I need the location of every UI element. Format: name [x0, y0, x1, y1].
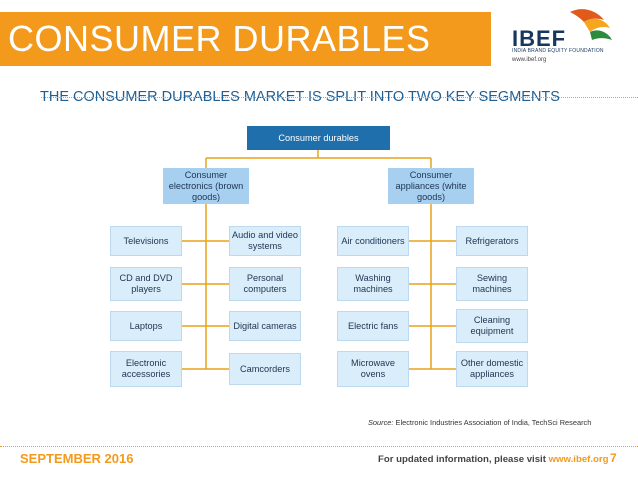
logo-url: www.ibef.org — [512, 57, 547, 63]
page-number: 7 — [610, 451, 617, 465]
node-refrigerators: Refrigerators — [456, 226, 528, 256]
node-laptops: Laptops — [110, 311, 182, 341]
node-personal-computers: Personal computers — [229, 267, 301, 301]
node-consumer-electronics: Consumer electronics (brown goods) — [163, 168, 249, 204]
node-televisions: Televisions — [110, 226, 182, 256]
node-electric-fans: Electric fans — [337, 311, 409, 341]
node-cd-dvd-players: CD and DVD players — [110, 267, 182, 301]
ibef-logo: IBEF INDIA BRAND EQUITY FOUNDATION www.i… — [500, 4, 636, 66]
node-sewing-machines: Sewing machines — [456, 267, 528, 301]
node-consumer-appliances: Consumer appliances (white goods) — [388, 168, 474, 204]
node-other-domestic-appliances: Other domestic appliances — [456, 351, 528, 387]
node-washing-machines: Washing machines — [337, 267, 409, 301]
logo-tagline: INDIA BRAND EQUITY FOUNDATION — [512, 48, 604, 54]
footer-link[interactable]: www.ibef.org — [548, 454, 609, 465]
node-air-conditioners: Air conditioners — [337, 226, 409, 256]
footer-divider — [0, 446, 638, 447]
node-consumer-durables: Consumer durables — [247, 126, 390, 150]
footer-date: SEPTEMBER 2016 — [20, 451, 134, 466]
node-cleaning-equipment: Cleaning equipment — [456, 309, 528, 343]
page-title: CONSUMER DURABLES — [8, 18, 431, 59]
node-electronic-accessories: Electronic accessories — [110, 351, 182, 387]
source-text: Electronic Industries Association of Ind… — [393, 418, 592, 427]
node-audio-video-systems: Audio and video systems — [229, 226, 301, 256]
subtitle-divider — [41, 97, 638, 98]
node-camcorders: Camcorders — [229, 353, 301, 385]
footer-text: For updated information, please visit — [378, 454, 549, 465]
node-digital-cameras: Digital cameras — [229, 311, 301, 341]
logo-wordmark: IBEF — [512, 26, 567, 51]
source-label: Source: — [368, 418, 394, 427]
footer-note: For updated information, please visit ww… — [378, 454, 608, 465]
source-note: Source: Electronic Industries Associatio… — [368, 418, 591, 427]
bird-logo-icon — [570, 9, 612, 40]
node-microwave-ovens: Microwave ovens — [337, 351, 409, 387]
header-bar — [0, 12, 491, 66]
